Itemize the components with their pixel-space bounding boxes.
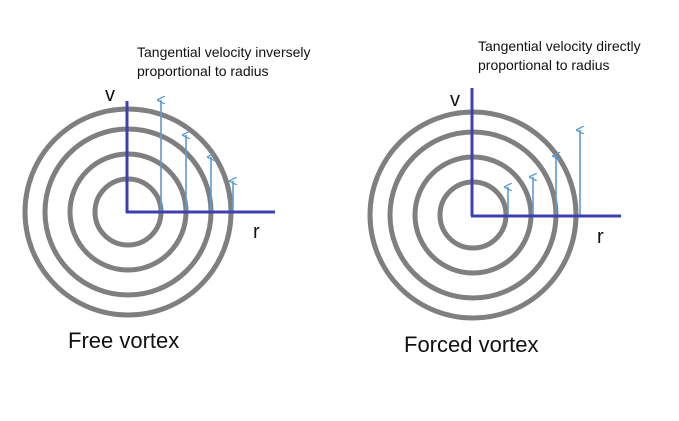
forced-vortex-panel: Tangential velocity directly proportiona… — [367, 38, 641, 357]
forced-vortex-title: Forced vortex — [404, 332, 539, 357]
forced-vortex-axes — [470, 88, 621, 218]
free-axis-v-label: v — [105, 84, 115, 106]
forced-note-line2: proportional to radius — [478, 57, 610, 73]
free-note-line1: Tangential velocity inversely — [137, 44, 311, 60]
free-vortex-axes — [125, 101, 275, 214]
free-vortex-panel: Tangential velocity inversely proportion… — [22, 44, 311, 353]
forced-axis-r-label: r — [597, 226, 604, 248]
forced-vortex-arrows — [508, 130, 580, 217]
free-vortex-arrows — [161, 100, 233, 214]
forced-note-line1: Tangential velocity directly — [478, 38, 641, 54]
forced-axis-v-label: v — [450, 89, 460, 111]
free-note-line2: proportional to radius — [137, 63, 269, 79]
free-axis-r-label: r — [253, 221, 260, 243]
free-vortex-title: Free vortex — [68, 328, 179, 353]
